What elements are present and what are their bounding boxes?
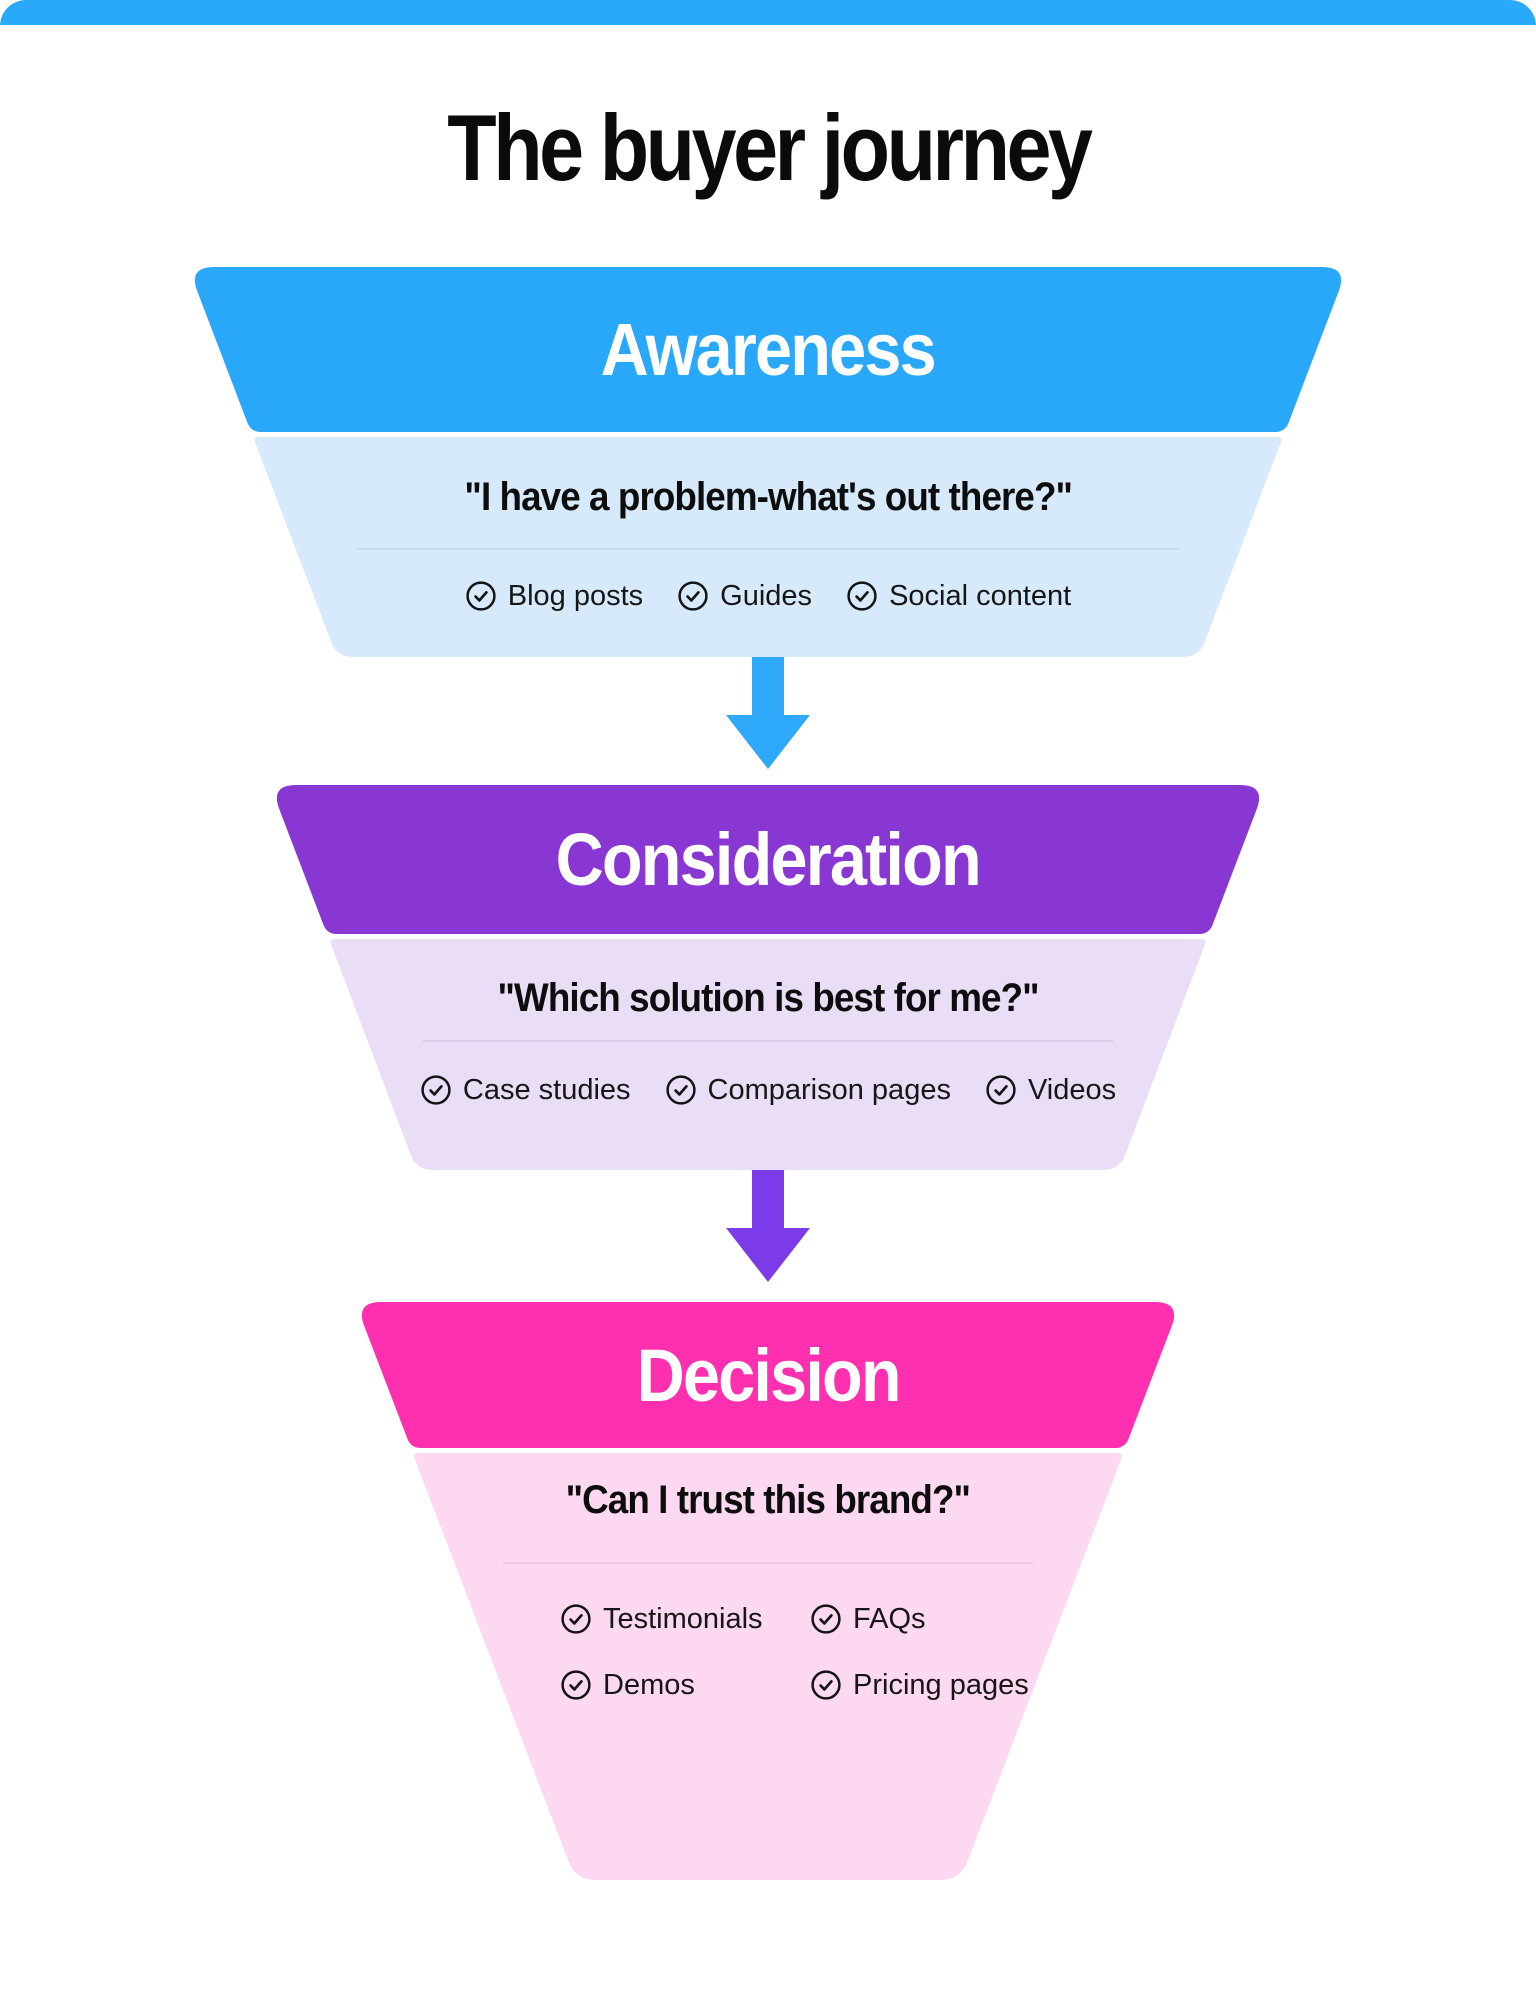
checklist-item: Case studies: [420, 1074, 631, 1106]
decision-checklist: Testimonials FAQs Demos: [560, 1603, 1029, 1701]
checklist-item: Comparison pages: [665, 1074, 951, 1106]
consideration-header-shape: [276, 785, 1260, 934]
check-circle-icon: [811, 1670, 841, 1700]
decision-divider: [503, 1562, 1033, 1564]
checklist-item: Social content: [846, 580, 1071, 612]
check-circle-icon: [665, 1075, 696, 1105]
checklist-item: Demos: [560, 1669, 810, 1701]
decision-funnel-shape: [361, 1302, 1175, 1880]
check-circle-icon: [561, 1604, 591, 1634]
check-circle-icon: [811, 1604, 841, 1634]
check-circle-icon: [847, 581, 877, 611]
check-circle-icon: [466, 581, 496, 611]
check-circle-icon: [421, 1075, 451, 1105]
check-circle-icon: [678, 581, 708, 611]
awareness-funnel-shape: [194, 267, 1342, 657]
consideration-quote: "Which solution is best for me?": [497, 976, 1039, 1020]
consideration-funnel-shape: [276, 785, 1260, 1170]
top-accent-bar: [0, 0, 1536, 25]
consideration-divider: [423, 1040, 1113, 1042]
page-title-text: The buyer journey: [446, 95, 1093, 200]
check-circle-icon: [561, 1670, 591, 1700]
checklist-item: Testimonials: [560, 1603, 810, 1635]
checklist-item: Videos: [985, 1074, 1116, 1106]
checklist-item: Blog posts: [465, 580, 643, 612]
checklist-item: Pricing pages: [810, 1669, 1029, 1701]
stage-decision: Decision "Can I trust this brand?" Testi…: [355, 1302, 1181, 1880]
decision-quote: "Can I trust this brand?": [565, 1478, 971, 1522]
stage-consideration: Consideration "Which solution is best fo…: [270, 785, 1266, 1170]
consideration-checklist: Case studies Comparison pages Videos: [270, 1074, 1266, 1106]
awareness-divider: [358, 548, 1178, 550]
awareness-header-shape: [194, 267, 1342, 432]
check-circle-icon: [986, 1075, 1016, 1105]
awareness-checklist: Blog posts Guides Social content: [188, 580, 1348, 612]
awareness-body-shape: [254, 437, 1282, 657]
stage-awareness: Awareness "I have a problem-what's out t…: [188, 267, 1348, 657]
down-arrow-icon: [726, 1170, 810, 1282]
awareness-title: Awareness: [600, 308, 937, 391]
awareness-quote: "I have a problem-what's out there?": [464, 475, 1073, 519]
decision-header-shape: [361, 1302, 1175, 1448]
consideration-title: Consideration: [555, 818, 982, 901]
consideration-body-shape: [330, 939, 1206, 1170]
checklist-item: FAQs: [810, 1603, 1029, 1635]
decision-body-shape: [414, 1453, 1122, 1880]
decision-title: Decision: [636, 1333, 901, 1417]
checklist-item: Guides: [677, 580, 812, 612]
down-arrow-icon: [726, 657, 810, 769]
page-title: The buyer journey: [0, 95, 1536, 200]
